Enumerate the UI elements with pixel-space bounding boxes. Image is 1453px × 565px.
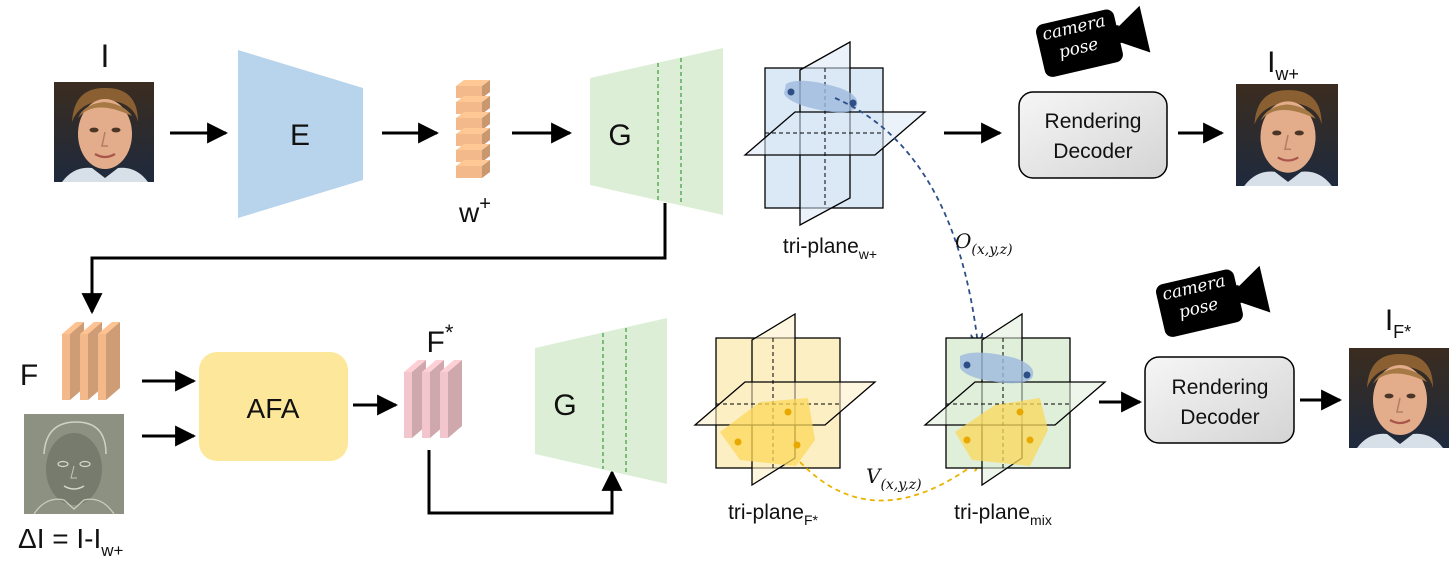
latent-brick-top [456,144,490,150]
features-star-stack [404,360,462,438]
latent-brick-front [456,118,482,130]
features-star-slab-side [448,360,462,438]
input-face-image [52,80,156,184]
generator-bottom-shape [535,318,667,484]
latent-brick-side [482,144,490,162]
rendering-decoder-top-line1: Rendering [1045,110,1142,133]
triplane-mix-label: tri-planemix [954,501,1052,528]
velocity-arrow [799,460,980,502]
latent-brick-side [482,80,490,98]
triplane-f-point-1 [734,438,742,446]
triplane-mix-yellow-point-3 [1026,436,1034,444]
features-slab-top [80,322,102,334]
output-bottom-face-image [1347,346,1451,450]
generator-top-label: G [608,119,631,152]
features-star-slab-top [404,360,426,372]
triplane-w-point-2 [849,99,857,107]
features-star-label: F* [427,320,454,359]
latent-label: w+ [458,193,491,228]
rendering-decoder-bottom-line1: Rendering [1172,376,1269,399]
generator-bottom-label: G [553,389,576,422]
velocity-label: V(x,y,z) [866,464,922,493]
output-top-group: Iw+ [1234,46,1340,188]
latent-brick-top [456,80,490,86]
output-top-face-image [1234,82,1340,188]
features-slab-side [106,322,120,400]
features-star-slab-front [422,372,430,438]
rendering-decoder-bottom-line2: Decoder [1180,406,1259,429]
latent-brick-front [456,102,482,114]
triplane-w-blob [784,80,858,113]
triplane-f-point-2 [784,408,792,416]
rendering-decoder-top: Rendering Decoder [1018,91,1168,179]
output-bottom-group: IF* [1347,304,1451,450]
features-star-slab-top [440,360,462,372]
input-image-label: I [101,38,110,74]
generator-top-block: G [590,48,723,215]
output-top-label: Iw+ [1267,46,1299,84]
arrow-generator-to-features [81,203,667,315]
triplane-mix-group: tri-planemix [923,312,1107,528]
features-slab-front [80,334,88,400]
output-bottom-label: IF* [1385,304,1411,342]
features-star-slab-front [404,372,412,438]
camera-pose-bottom-icon: camera pose [1154,261,1271,339]
occupancy-label: O(x,y,z) [955,229,1013,258]
latent-brick-top [456,160,490,166]
triplane-w-point-1 [787,88,795,96]
latent-brick-top [456,96,490,102]
encoder-shape [238,50,363,218]
latent-brick-side [482,112,490,130]
triplane-mix-yellow-point-2 [1016,408,1024,416]
triplane-f-point-3 [793,441,801,449]
rendering-decoder-top-line2: Decoder [1053,140,1132,163]
afa-label: AFA [247,393,300,424]
triplane-mix-blue-point-2 [1023,371,1031,379]
latent-brick-top [456,128,490,134]
generator-top-shape [590,48,723,215]
encoder-label: E [290,119,310,152]
encoder-block: E [238,50,363,218]
features-star-slab-front [440,372,448,438]
residual-image [23,413,125,515]
triplane-f-label: tri-planeF* [728,501,818,528]
triplane-mix-yellow-point-1 [963,436,971,444]
features-slab-top [62,322,84,334]
features-label: F [20,359,38,392]
features-slab-front [98,334,106,400]
triplane-mix-blue-blob [960,352,1034,384]
camera-pose-top-icon: camera pose [1034,1,1151,79]
input-image-group: I [52,38,156,184]
latent-brick-side [482,160,490,178]
afa-block: AFA [199,352,348,461]
triplane-f-group: tri-planeF* [693,312,877,528]
triplane-w-label: tri-planew+ [783,235,877,262]
latent-brick-front [456,86,482,98]
triplane-w-group: tri-planew+ [743,40,927,262]
latent-brick-top [456,112,490,118]
features-star-slab-top [422,360,444,372]
triplane-f-blob [720,398,815,466]
afa-box [199,352,348,461]
latent-brick-front [456,134,482,146]
rendering-decoder-bottom-box [1144,356,1295,444]
arrow-features-star-to-generator [427,450,623,515]
latent-brick-front [456,166,482,178]
residual-label: ΔI = I-Iw+ [18,523,124,560]
triplane-mix-yellow-blob [955,398,1048,466]
features-stack [62,322,120,400]
rendering-decoder-top-box [1018,91,1168,179]
rendering-decoder-bottom: Rendering Decoder [1144,356,1295,444]
latent-brick-side [482,96,490,114]
latent-brick-front [456,150,482,162]
triplane-mix-blue-point-1 [963,361,971,369]
generator-bottom-block: G [535,318,667,484]
latent-brick-side [482,128,490,146]
features-slab-front [62,334,70,400]
latent-code-stack [456,80,490,178]
features-slab-top [98,322,120,334]
